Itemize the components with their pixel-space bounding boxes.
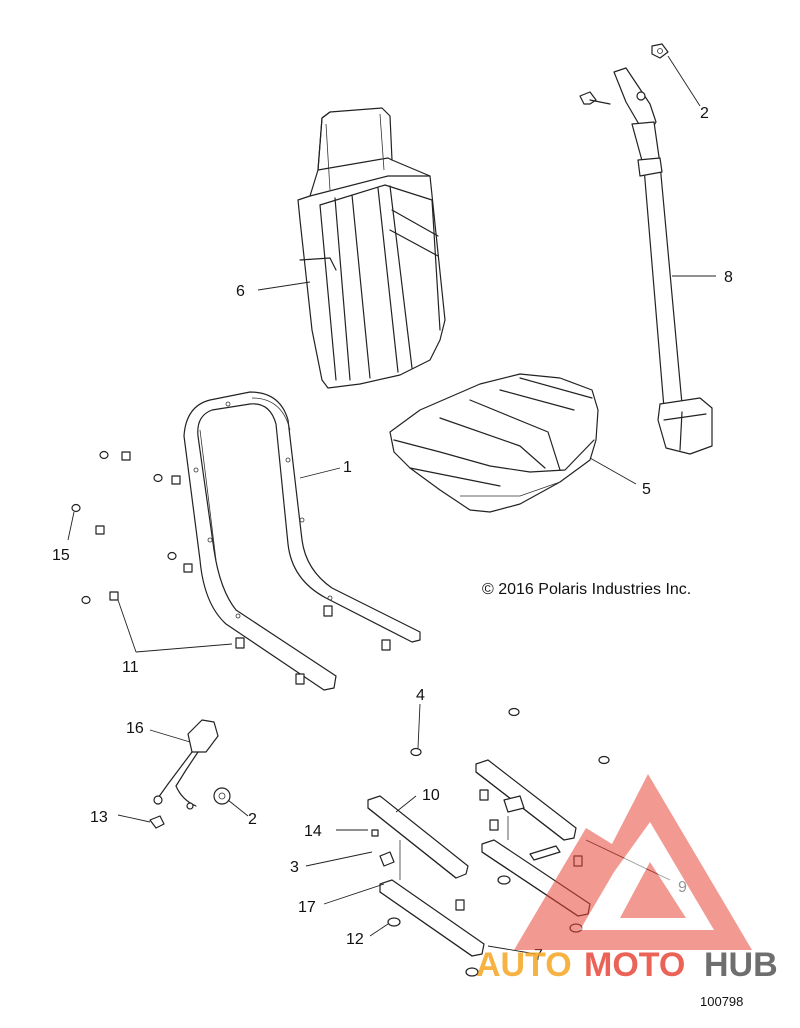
- callout-16: 16: [126, 720, 144, 737]
- buckle-part: [149, 719, 231, 829]
- document-number: 100798: [700, 994, 743, 1009]
- seat-back-part: [297, 107, 446, 389]
- copyright-notice: © 2016 Polaris Industries Inc.: [482, 581, 691, 598]
- callout-13: 13: [90, 809, 108, 826]
- callout-7: 7: [534, 947, 543, 964]
- callout-10: 10: [422, 787, 440, 804]
- watermark-text-hub: HUB: [704, 946, 778, 984]
- callout-labels: 1 2 2 3 4 5 6 7 8 9 10 11 12 13 14 15 16…: [52, 105, 733, 964]
- callout-15: 15: [52, 547, 70, 564]
- watermark-text-moto: MOTO: [584, 946, 685, 984]
- callout-8: 8: [724, 269, 733, 286]
- callout-5: 5: [642, 481, 651, 498]
- fastener-group-left: [71, 450, 391, 685]
- callout-12: 12: [346, 931, 364, 948]
- callout-17: 17: [298, 899, 316, 916]
- watermark-wordmark: AUTO MOTO HUB: [476, 946, 778, 984]
- callout-1: 1: [343, 459, 352, 476]
- callout-3: 3: [290, 859, 299, 876]
- seat-cushion-part: [389, 373, 599, 513]
- callout-6: 6: [236, 283, 245, 300]
- watermark-text-auto: AUTO: [476, 946, 572, 984]
- seat-belt-part: [579, 43, 713, 455]
- callout-14: 14: [304, 823, 322, 840]
- callout-2-top: 2: [700, 105, 709, 122]
- seat-frame-part: [183, 391, 421, 691]
- automotohub-watermark: [514, 774, 752, 950]
- callout-4: 4: [416, 687, 425, 704]
- callout-11: 11: [122, 659, 139, 676]
- callout-2-lower: 2: [248, 811, 257, 828]
